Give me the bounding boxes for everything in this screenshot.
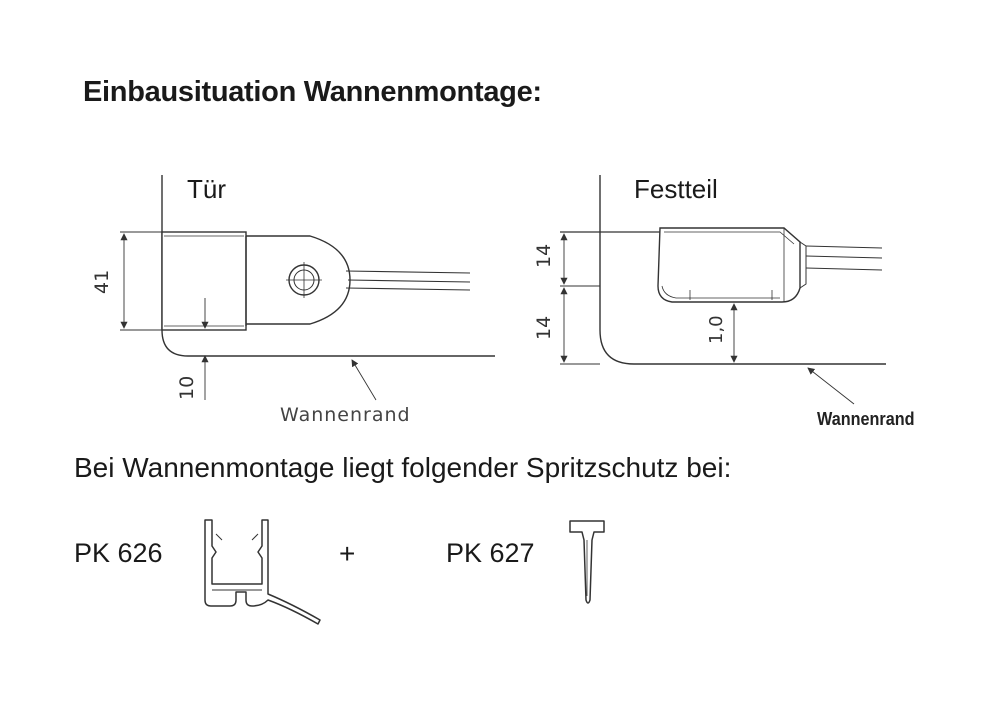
plus-sign: + xyxy=(339,538,356,569)
door-clamp-body xyxy=(161,231,247,331)
door-label: Tür xyxy=(187,174,226,204)
part-pk626-label: PK 626 xyxy=(74,538,163,568)
fixed-dim-upper: 14 xyxy=(533,244,555,268)
fixed-dim-gap: 1,0 xyxy=(706,315,727,344)
door-dim-gap: 10 xyxy=(176,376,198,400)
fixed-clamp-body xyxy=(657,227,801,303)
part-pk627-label: PK 627 xyxy=(446,538,535,568)
fixed-panel-drawing xyxy=(560,175,886,405)
door-dim-height: 41 xyxy=(91,270,113,294)
door-tub-rim-label: Wannenrand xyxy=(280,404,411,426)
page-title: Einbausituation Wannenmontage: xyxy=(83,76,542,108)
fixed-tub-outline xyxy=(599,175,886,365)
pk627-profile-icon xyxy=(569,520,605,604)
door-drawing xyxy=(120,175,495,401)
fixed-dim-lower: 14 xyxy=(533,316,555,340)
fixed-tub-rim-label: Wannenrand xyxy=(817,409,915,429)
pk626-profile-icon xyxy=(204,519,321,625)
fixed-panel-label: Festteil xyxy=(634,174,718,204)
splash-guard-caption: Bei Wannenmontage liegt folgender Spritz… xyxy=(74,452,732,483)
